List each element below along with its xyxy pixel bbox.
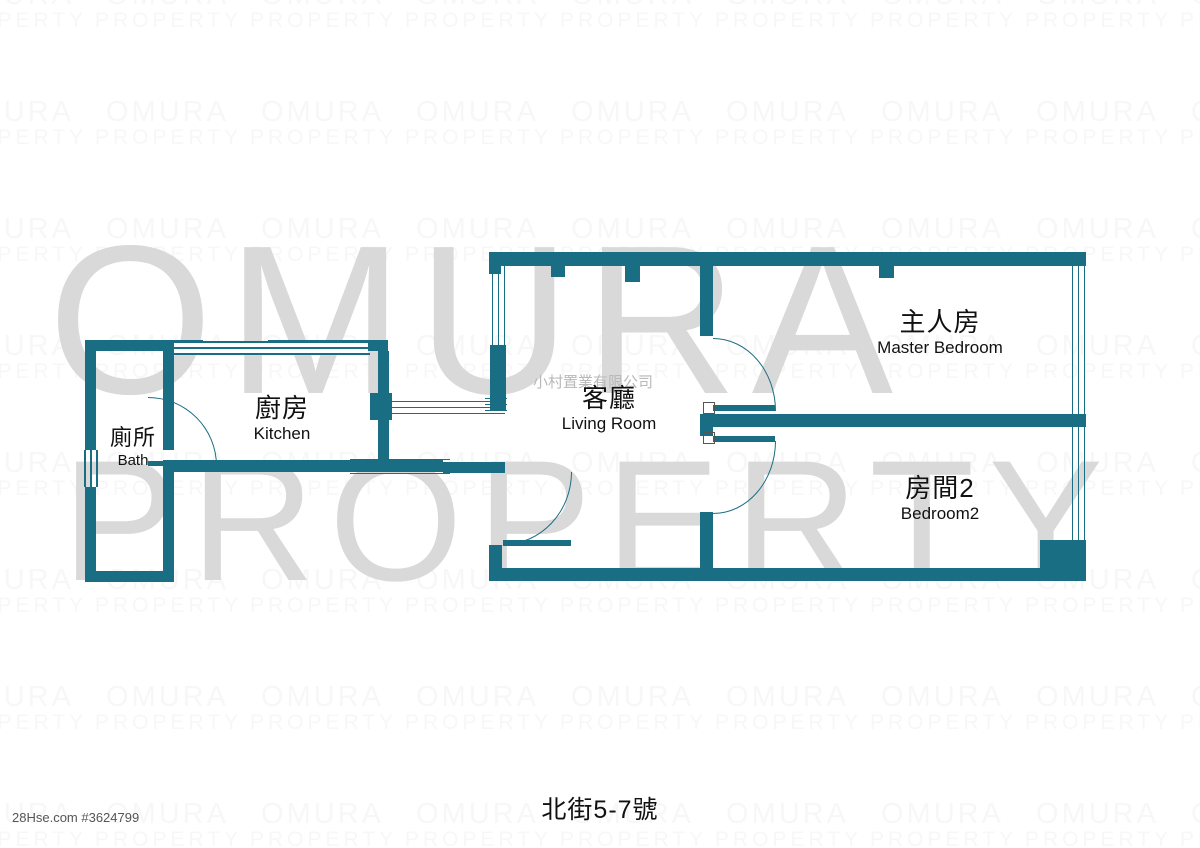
room-label-living-room: 客廳 Living Room [524,383,694,435]
wall-bath-right-upper [163,340,174,450]
room-label-master-bedroom: 主人房 Master Bedroom [840,307,1040,359]
room-label-master-bedroom-en: Master Bedroom [877,338,1003,357]
wall-living-right-upper [700,266,713,336]
company-watermark-text: 小村置業有限公司 [533,374,654,391]
source-credit: 28Hse.com #3624799 [12,810,140,825]
room-label-bath-en: Bath [117,452,149,469]
wall-kitchen-bottom [163,460,443,472]
window-main-right-b [1078,260,1080,570]
window-living-left-f [485,410,507,412]
wall-bath-left-upper [85,340,96,450]
wall-main-bottom [489,568,1086,581]
wall-main-top-stub2 [625,252,640,282]
window-living-left-e [485,404,507,406]
wall-main-top-right [879,252,1086,266]
window-bath-left-c [96,450,98,487]
door-master-arc [713,338,776,411]
wall-main-bottom-left-stub [489,545,502,581]
door-bedroom2-jamb [703,432,715,444]
room-label-bedroom-2-zh: 房間2 [905,473,975,503]
window-bath-left-a [84,450,86,487]
window-kitchen-bottom-a [350,459,450,461]
window-kitchen-side-b [389,407,505,409]
window-bath-left-b [90,450,92,487]
door-entry-leaf [503,540,571,546]
window-living-left-d [485,398,507,400]
wall-main-top-mid [489,252,894,266]
room-label-bath-zh: 廁所 [109,425,156,450]
door-bedroom2-arc [713,441,776,514]
window-vert-kitchen-b [387,351,389,463]
window-kitchen-top-fill [172,342,368,347]
window-living-left-c [504,266,506,346]
plan-title: 北街5-7號 [541,796,659,824]
wall-main-top-stub3 [879,252,894,278]
window-main-right-c [1084,260,1086,570]
room-label-kitchen: 廚房 Kitchen [212,393,352,445]
room-label-bedroom-2-en: Bedroom2 [900,504,980,523]
wall-living-left-window-frame [490,345,506,411]
window-kitchen-side-c [389,413,505,415]
door-master-leaf [713,405,775,411]
room-label-living-room-en: Living Room [561,414,657,433]
wall-bath-right-lower [163,460,174,582]
wall-bedroom-divider [700,414,1086,427]
door-entry-arc [503,472,572,545]
window-vert-kitchen-a [381,351,383,463]
window-kitchen-top-fill2 [172,348,368,353]
wall-main-top-stub1 [551,252,565,277]
window-kitchen-top-a [170,341,370,343]
wall-bath-left-lower [85,487,96,582]
window-kitchen-top-b [170,347,370,349]
room-label-bath: 廁所 Bath [78,425,188,470]
door-master-jamb [703,402,715,414]
wall-left-top [85,340,203,351]
room-label-master-bedroom-zh: 主人房 [899,307,981,337]
window-kitchen-bottom-b [350,473,450,475]
window-kitchen-top-c [170,353,370,355]
wall-left-bottom [85,571,174,582]
wall-entry-segment [443,462,505,473]
window-living-left-a [492,266,494,346]
room-label-kitchen-en: Kitchen [253,424,311,443]
room-label-kitchen-zh: 廚房 [254,393,309,423]
window-kitchen-side-a [389,401,505,403]
wall-living-right-lower [700,512,713,578]
door-bedroom2-leaf [713,436,775,442]
window-main-right-a [1072,260,1074,570]
window-living-left-b [498,266,500,346]
room-label-living-room-zh: 客廳 [581,383,636,413]
room-label-bedroom-2: 房間2 Bedroom2 [845,473,1035,525]
